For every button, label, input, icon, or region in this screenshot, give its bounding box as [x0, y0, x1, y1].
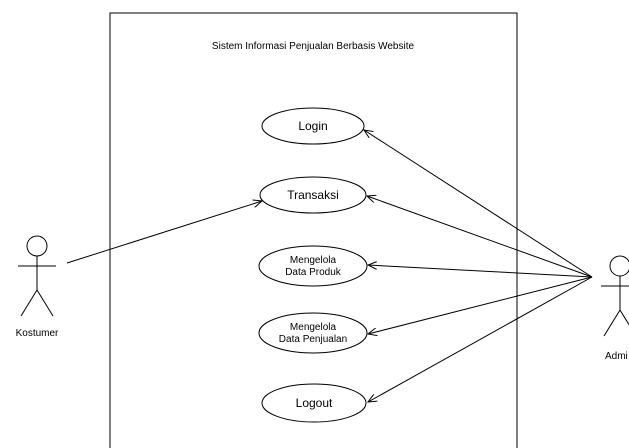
use-case-label: Transaksi [287, 188, 339, 202]
system-boundary [109, 12, 518, 448]
association-admin-data-produk [368, 265, 593, 278]
actor-left-leg [603, 309, 621, 337]
use-case-label: Mengelola [290, 322, 337, 333]
actor-kostumer [18, 235, 56, 317]
actor-admin [601, 255, 629, 337]
actor-left-leg [20, 289, 38, 317]
use-case-label: Data Penjualan [279, 334, 347, 345]
association-admin-logout [368, 276, 593, 402]
use-case-ellipse [258, 245, 368, 287]
use-case-mengelola-data-penjualan: Mengelola Data Penjualan [258, 312, 368, 354]
actor-kostumer-label: Kostumer [16, 328, 59, 339]
use-case-label: Mengelola [290, 255, 337, 266]
use-case-logout: Logout [261, 383, 367, 423]
association-admin-transaksi [367, 196, 593, 278]
associations [66, 130, 593, 402]
actor-head [26, 235, 48, 257]
use-case-ellipse [258, 312, 368, 354]
association-kostumer-transaksi [66, 201, 262, 264]
use-case-mengelola-data-produk: Mengelola Data Produk [258, 245, 368, 287]
use-case-ellipse [259, 176, 367, 214]
actor-admin-label: Admi [605, 351, 628, 362]
use-case-login: Login [261, 107, 365, 145]
use-case-label: Logout [296, 396, 333, 410]
system-title: Sistem Informasi Penjualan Berbasis Webs… [212, 41, 415, 52]
association-admin-login [364, 130, 593, 278]
use-case-transaksi: Transaksi [259, 176, 367, 214]
use-case-ellipse [261, 107, 365, 145]
actor-head [609, 255, 629, 277]
use-case-label: Login [298, 119, 327, 133]
association-admin-data-penjualan [368, 276, 593, 334]
actor-right-leg [619, 309, 629, 326]
use-case-ellipse [261, 383, 367, 423]
use-case-label: Data Produk [285, 267, 342, 278]
actor-right-leg [36, 289, 54, 317]
